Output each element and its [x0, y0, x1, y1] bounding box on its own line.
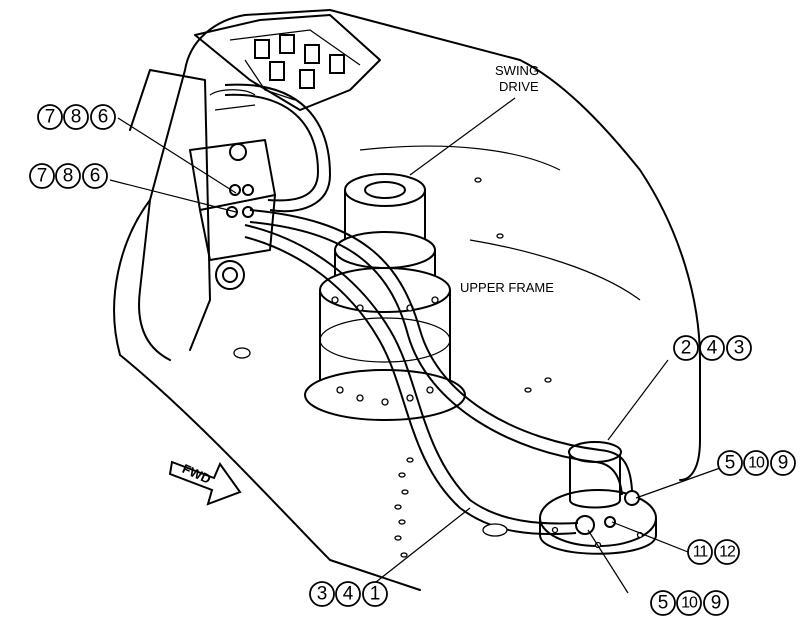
- upper-frame-label: UPPER FRAME: [460, 280, 554, 295]
- svg-text:5: 5: [658, 593, 669, 614]
- svg-text:8: 8: [71, 107, 82, 128]
- svg-text:8: 8: [63, 166, 74, 187]
- callout-5-10-9-lower: 5 10 9: [650, 590, 729, 616]
- control-valve-block: [129, 69, 276, 351]
- svg-text:7: 7: [37, 166, 48, 187]
- svg-text:7: 7: [45, 107, 56, 128]
- svg-text:10: 10: [681, 595, 698, 612]
- callout-7-8-6-bottom: 7 8 6: [29, 163, 108, 189]
- svg-text:9: 9: [711, 593, 722, 614]
- frame-holes: [233, 177, 552, 558]
- svg-text:9: 9: [778, 453, 789, 474]
- svg-text:4: 4: [343, 584, 354, 605]
- callout-11-12: 11 12: [687, 539, 740, 565]
- svg-text:4: 4: [707, 338, 718, 359]
- svg-text:2: 2: [681, 338, 692, 359]
- callout-3-4-1: 3 4 1: [309, 581, 388, 607]
- svg-text:5: 5: [725, 453, 736, 474]
- swivel-joint: [539, 441, 657, 555]
- svg-text:12: 12: [719, 544, 736, 561]
- upper-frame-outline: [113, 9, 701, 591]
- fwd-arrow: FWD: [168, 460, 242, 506]
- callout-7-8-6-top: 7 8 6: [37, 104, 116, 130]
- svg-text:1: 1: [370, 584, 381, 605]
- swing-drive-leader: [409, 97, 516, 176]
- svg-text:3: 3: [317, 584, 328, 605]
- svg-text:3: 3: [734, 338, 745, 359]
- callout-5-10-9-upper: 5 10 9: [717, 450, 796, 476]
- callout-leaders: [109, 117, 721, 594]
- swing-drive-label-2: DRIVE: [499, 79, 539, 94]
- rear-structure: [194, 14, 381, 111]
- svg-text:6: 6: [98, 107, 109, 128]
- swing-drive-label: SWING: [495, 63, 539, 78]
- svg-text:11: 11: [693, 544, 709, 561]
- swing-drive: [304, 173, 466, 421]
- svg-text:10: 10: [748, 455, 765, 472]
- svg-text:6: 6: [90, 166, 101, 187]
- callout-2-4-3: 2 4 3: [673, 335, 752, 361]
- hoses: [224, 83, 633, 536]
